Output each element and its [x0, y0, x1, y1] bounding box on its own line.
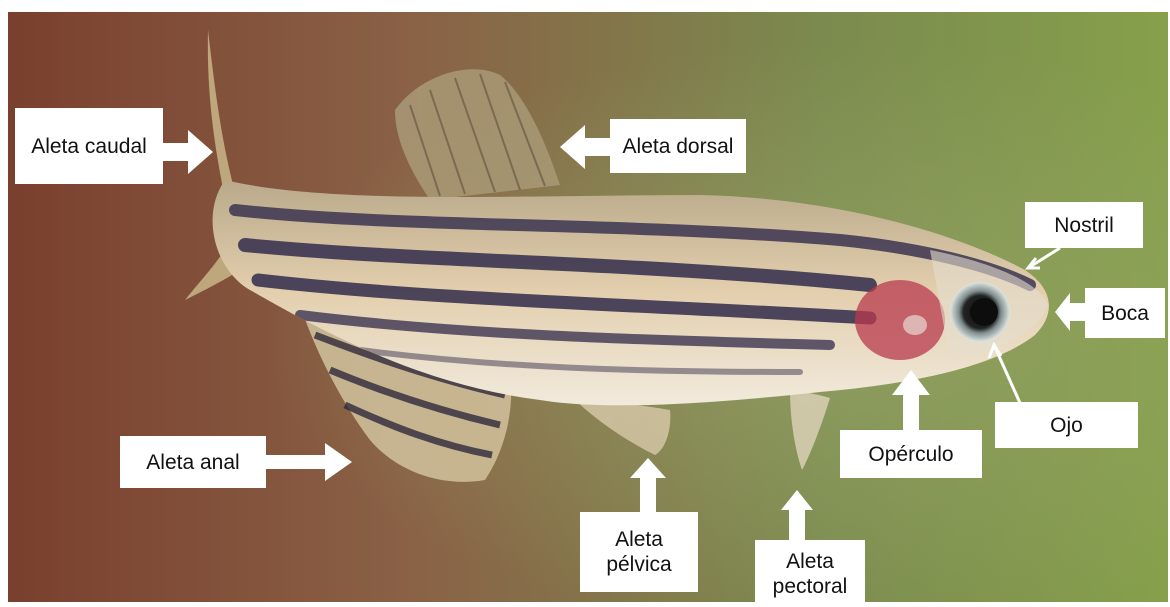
label-ojo-text: Ojo: [1050, 413, 1083, 438]
arrow-boca: [1055, 293, 1085, 331]
label-aleta-anal: Aleta anal: [120, 436, 266, 488]
label-operculo: Opérculo: [840, 430, 982, 478]
arrow-operculo: [892, 370, 930, 430]
label-ojo: Ojo: [995, 402, 1138, 448]
label-aleta-pelvica: Aleta pélvica: [580, 512, 698, 592]
label-boca-text: Boca: [1101, 301, 1149, 326]
label-aleta-pelvica-line2: pélvica: [606, 552, 671, 577]
arrow-aleta-caudal: [163, 130, 213, 174]
label-aleta-caudal-text: Aleta caudal: [31, 134, 147, 159]
arrow-aleta-pelvica: [630, 458, 666, 512]
label-operculo-text: Opérculo: [868, 442, 953, 467]
label-nostril-text: Nostril: [1054, 213, 1114, 238]
label-aleta-dorsal-text: Aleta dorsal: [623, 134, 734, 159]
line-nostril: [1028, 248, 1060, 268]
label-aleta-dorsal: Aleta dorsal: [610, 119, 746, 173]
label-aleta-anal-text: Aleta anal: [146, 450, 239, 475]
label-aleta-pectoral: Aleta pectoral: [755, 540, 865, 607]
label-aleta-pectoral-line2: pectoral: [773, 574, 848, 599]
arrow-aleta-dorsal: [560, 125, 610, 169]
label-boca: Boca: [1085, 288, 1165, 338]
label-nostril: Nostril: [1025, 202, 1143, 248]
label-aleta-caudal: Aleta caudal: [15, 108, 163, 184]
label-aleta-pelvica-line1: Aleta: [615, 527, 663, 552]
arrow-aleta-anal: [265, 443, 352, 481]
label-aleta-pectoral-line1: Aleta: [786, 549, 834, 574]
arrow-aleta-pectoral: [781, 490, 813, 540]
